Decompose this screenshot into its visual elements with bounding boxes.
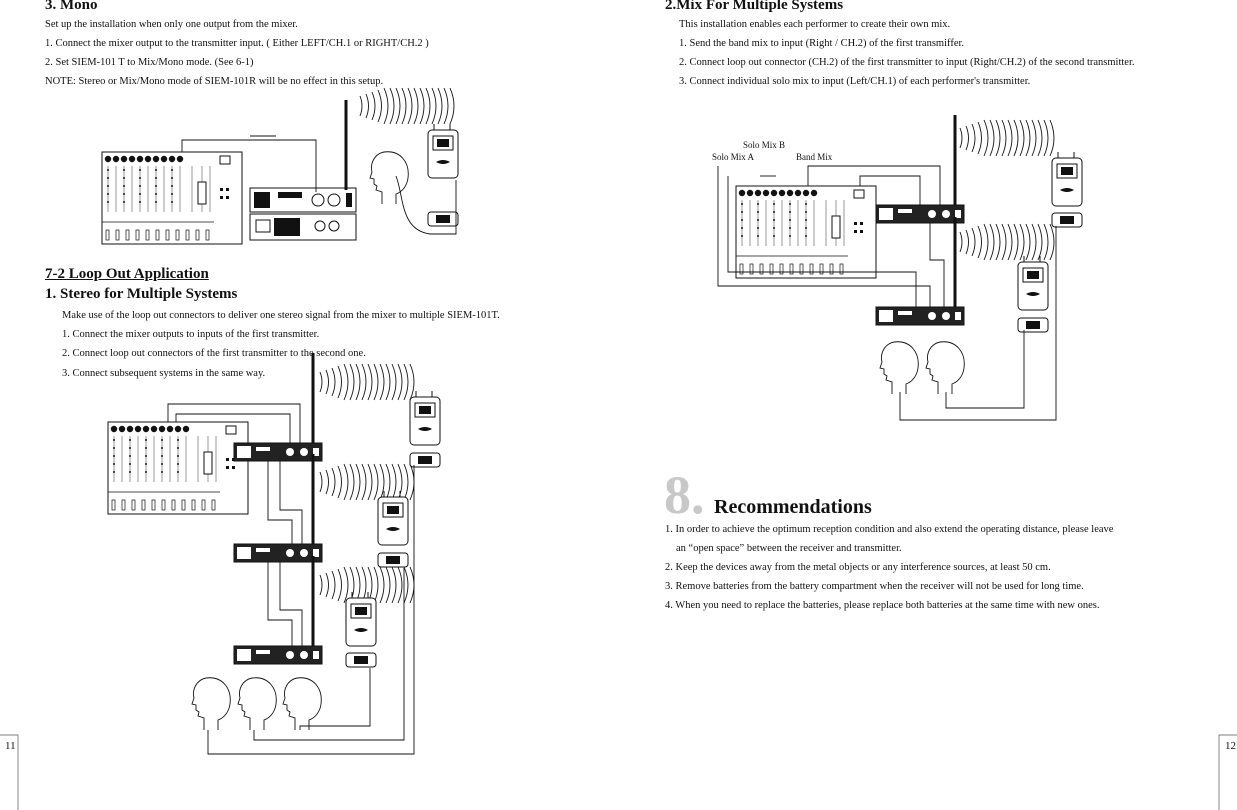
transmitter-3 bbox=[233, 645, 323, 665]
right-page-corner bbox=[1218, 734, 1237, 810]
stereo-multi-heading: 1. Stereo for Multiple Systems bbox=[45, 286, 238, 302]
mix-heading: 2.Mix For Multiple Systems bbox=[665, 0, 844, 13]
solo-mix-b-label: Solo Mix B bbox=[743, 140, 786, 150]
mono-note: NOTE: Stereo or Mix/Mono mode of SIEM-10… bbox=[45, 76, 384, 87]
transmitter-1 bbox=[233, 442, 323, 462]
mix-multi-diagram bbox=[717, 113, 1083, 421]
loop-out-line-3: 2. Connect loop out connectors of the fi… bbox=[62, 348, 366, 359]
mixer-console-3 bbox=[735, 185, 877, 279]
loop-out-section-heading: 7-2 Loop Out Application bbox=[45, 266, 209, 282]
bodypack-receiver bbox=[427, 123, 459, 179]
mix-line-2: 1. Send the band mix to input (Right / C… bbox=[679, 38, 965, 49]
transmitter-2 bbox=[233, 543, 323, 563]
loop-out-line-4: 3. Connect subsequent systems in the sam… bbox=[62, 368, 266, 379]
mixer-console-2 bbox=[107, 421, 249, 515]
loop-out-line-1: Make use of the loop out connectors to d… bbox=[62, 310, 500, 321]
rec-line-1: 1. In order to achieve the optimum recep… bbox=[665, 524, 1114, 535]
left-page-corner bbox=[0, 734, 19, 810]
recommendations-title: Recommendations bbox=[714, 496, 872, 518]
transmitter-unit bbox=[249, 187, 357, 241]
mono-line-1: Set up the installation when only one ou… bbox=[45, 19, 298, 30]
mix-transmitter-1 bbox=[875, 204, 965, 224]
mono-heading: 3. Mono bbox=[45, 0, 98, 13]
stereo-multi-diagram bbox=[107, 351, 441, 755]
mix-line-4: 3. Connect individual solo mix to input … bbox=[679, 76, 1031, 87]
page-number-left: 11 bbox=[5, 740, 16, 752]
rec-line-2: 2. Keep the devices away from the metal … bbox=[665, 562, 1051, 573]
mix-transmitter-2 bbox=[875, 306, 965, 326]
rec-line-1-cont: an “open space” between the receiver and… bbox=[676, 543, 902, 554]
rec-line-3: 3. Remove batteries from the battery com… bbox=[665, 581, 1084, 592]
band-mix-label: Band Mix bbox=[796, 152, 833, 162]
mix-line-1: This installation enables each performer… bbox=[679, 19, 951, 30]
mono-diagram bbox=[101, 87, 459, 245]
mono-line-3: 2. Set SIEM-101 T to Mix/Mono mode. (See… bbox=[45, 57, 254, 68]
mixer-console bbox=[101, 151, 243, 245]
solo-mix-a-label: Solo Mix A bbox=[712, 152, 755, 162]
page-number-right: 12 bbox=[1225, 740, 1236, 752]
mono-line-2: 1. Connect the mixer output to the trans… bbox=[45, 38, 429, 49]
rec-line-4: 4. When you need to replace the batterie… bbox=[665, 600, 1100, 611]
mix-line-3: 2. Connect loop out connector (CH.2) of … bbox=[679, 57, 1135, 68]
section-number-8: 8. bbox=[664, 465, 705, 525]
loop-out-line-2: 1. Connect the mixer outputs to inputs o… bbox=[62, 329, 320, 340]
